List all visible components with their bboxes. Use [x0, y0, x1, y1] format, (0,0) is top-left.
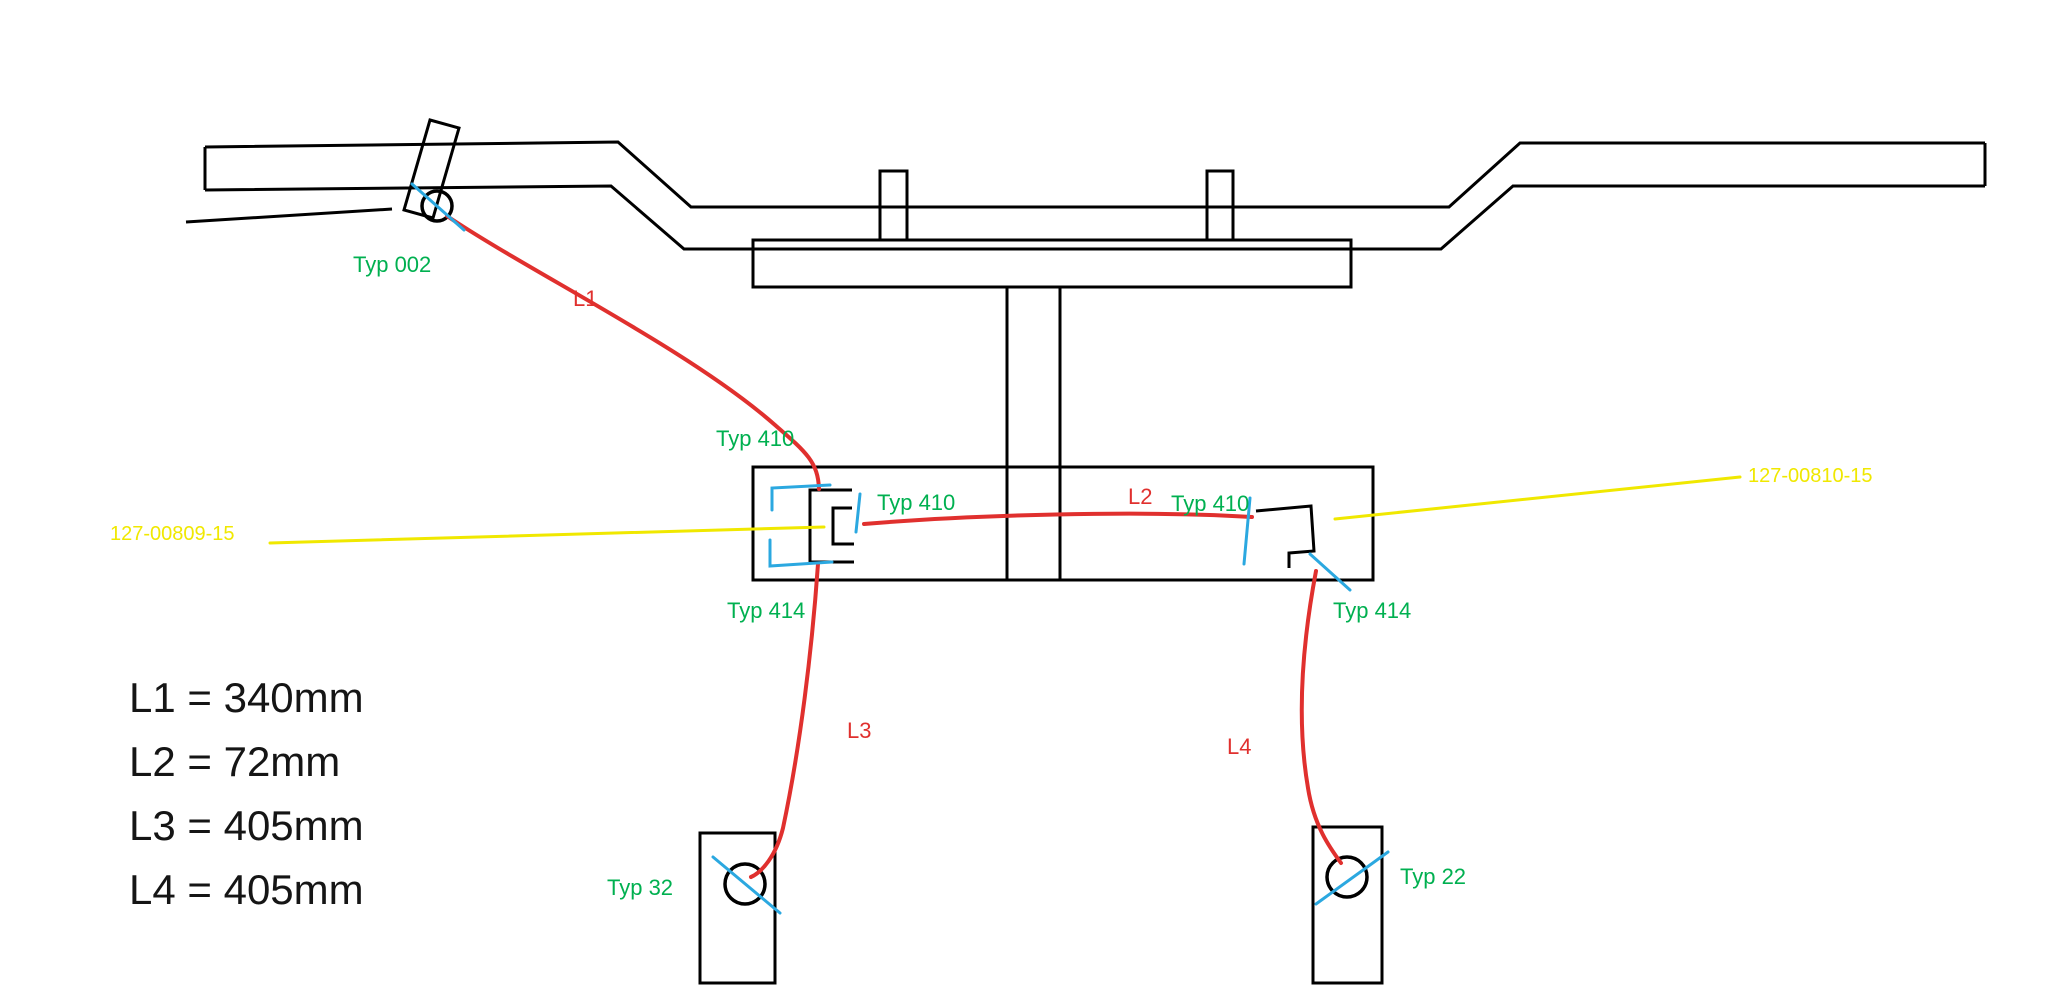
label-typ-414-left: Typ 414 — [727, 598, 805, 623]
beam-top-edge — [204, 140, 1985, 209]
label-l4: L4 — [1227, 734, 1251, 759]
measurement-l3: L3 = 405mm — [129, 802, 364, 849]
mark-typ-32 — [711, 855, 782, 915]
label-typ-002: Typ 002 — [353, 252, 431, 277]
cable-labels: L1 L2 L3 L4 — [573, 286, 1251, 759]
slanted-bracket — [402, 118, 461, 220]
measurement-list: L1 = 340mm L2 = 72mm L3 = 405mm L4 = 405… — [129, 674, 364, 913]
label-typ-410-top: Typ 410 — [716, 426, 794, 451]
label-typ-410-right: Typ 410 — [1171, 491, 1249, 516]
mark-typ-002 — [410, 182, 466, 232]
measurement-l1: L1 = 340mm — [129, 674, 364, 721]
label-l2: L2 — [1128, 484, 1152, 509]
measurement-l2: L2 = 72mm — [129, 738, 340, 785]
leader-line-right — [1333, 475, 1742, 521]
mark-connector-left-right-tick — [854, 492, 862, 534]
part-number-leaders — [268, 475, 1742, 545]
label-l1: L1 — [573, 286, 597, 311]
cable-l1 — [445, 214, 821, 491]
beam-bottom-edge — [204, 184, 1985, 251]
cable-l3 — [749, 562, 820, 879]
frame-structure — [185, 118, 1987, 985]
beam-lower-left-edge — [185, 207, 393, 224]
plate — [751, 238, 1353, 289]
cable-l2 — [862, 511, 1254, 526]
measurement-l4: L4 = 405mm — [129, 866, 364, 913]
type-labels: Typ 002 Typ 410 Typ 410 Typ 410 Typ 414 … — [353, 252, 1466, 900]
label-part-number-left: 127-00809-15 — [110, 523, 235, 545]
leader-line-left — [268, 525, 826, 545]
connector-left-notch — [831, 506, 854, 546]
bottom-post-right — [1311, 825, 1384, 985]
mark-connector-right-left-tick — [1242, 496, 1252, 566]
cables — [445, 214, 1343, 879]
part-number-labels: 127-00809-15 127-00810-15 — [110, 465, 1873, 545]
connector-circle-typ-22 — [1325, 855, 1369, 899]
label-typ-22: Typ 22 — [1400, 864, 1466, 889]
label-part-number-right: 127-00810-15 — [1748, 465, 1873, 487]
connector-circle-typ-002 — [420, 189, 454, 223]
bottom-post-left — [698, 831, 777, 985]
middle-bracket — [751, 465, 1375, 582]
mark-connector-left-bottom — [768, 538, 834, 568]
cable-l4 — [1299, 569, 1343, 865]
label-typ-410-left: Typ 410 — [877, 490, 955, 515]
label-typ-32: Typ 32 — [607, 875, 673, 900]
reference-marks — [410, 182, 1390, 915]
connector-right-body — [1255, 504, 1316, 568]
mark-typ-22 — [1314, 850, 1390, 906]
label-typ-414-right: Typ 414 — [1333, 598, 1411, 623]
label-l3: L3 — [847, 718, 871, 743]
mark-connector-right-diagonal — [1308, 552, 1352, 592]
connector-circle-typ-32 — [723, 862, 767, 906]
mark-connector-left-top — [770, 483, 832, 512]
